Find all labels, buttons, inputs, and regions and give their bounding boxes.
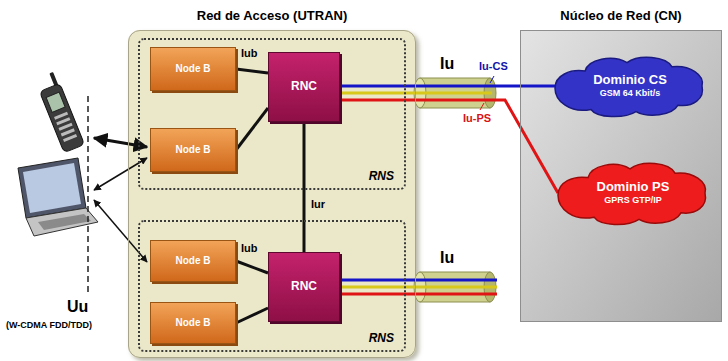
label-holder: Iur bbox=[310, 198, 326, 211]
phone-key bbox=[61, 128, 75, 136]
interface-link bbox=[236, 108, 268, 150]
laptop-base bbox=[26, 208, 98, 236]
cloud-shape bbox=[558, 163, 705, 224]
nodeb-box: Node B bbox=[150, 240, 236, 282]
phone-key bbox=[63, 134, 77, 142]
phone-key bbox=[54, 112, 68, 120]
interface-link bbox=[236, 69, 268, 73]
label-holder: Iu bbox=[440, 249, 454, 267]
rnc-box: RNC bbox=[268, 252, 340, 322]
nodeb-box: Node B bbox=[150, 128, 236, 172]
region-title: Red de Acceso (UTRAN) bbox=[197, 9, 347, 24]
group-label: RNS bbox=[369, 332, 394, 346]
domain-cloud: Dominio PSGPRS GTP/IP bbox=[558, 160, 708, 226]
cloud-shape bbox=[555, 57, 702, 116]
box-label: Node B bbox=[176, 144, 211, 156]
interface-link bbox=[236, 308, 268, 323]
interface-note: (W-CDMA FDD/TDD) bbox=[6, 320, 92, 330]
domain-cloud: Dominio CSGSM 64 Kbit/s bbox=[555, 54, 705, 118]
laptop-icon bbox=[18, 158, 98, 236]
label-holder: Iub bbox=[240, 242, 259, 255]
box-label: RNC bbox=[291, 80, 317, 94]
nodeb-box: Node B bbox=[150, 302, 236, 344]
rnc-box: RNC bbox=[268, 52, 340, 122]
iu-wire bbox=[340, 92, 492, 95]
box-label: Node B bbox=[176, 63, 211, 75]
interface-label: Iu-CS bbox=[478, 60, 509, 73]
label-holder: Iu-CS bbox=[478, 60, 509, 73]
group-label: RNS bbox=[369, 170, 394, 184]
laptop-lid bbox=[18, 158, 86, 218]
region-fill bbox=[520, 30, 722, 322]
region-fill bbox=[128, 30, 416, 358]
box-label: Node B bbox=[176, 255, 211, 267]
interface-label: Iu-PS bbox=[462, 112, 492, 125]
phone-key bbox=[59, 123, 73, 131]
label-holder: (W-CDMA FDD/TDD) bbox=[6, 320, 92, 330]
iu-wire bbox=[340, 279, 497, 282]
region-fills bbox=[128, 30, 722, 358]
laptop-screen bbox=[23, 163, 81, 213]
laptop-keyboard bbox=[38, 214, 91, 230]
cloud-subtitle: GPRS GTP/IP bbox=[604, 195, 662, 205]
phone-screen bbox=[46, 92, 65, 112]
interface-link bbox=[303, 122, 306, 252]
nodeb-box: Node B bbox=[150, 47, 236, 91]
box-label: Node B bbox=[176, 317, 211, 329]
mobile-phone-icon bbox=[35, 71, 85, 152]
interface-link bbox=[340, 85, 555, 88]
rns-group: RNS Node B Node B RNC bbox=[138, 220, 406, 352]
access-network-region: Red de Acceso (UTRAN)RNSNode BNode BRNCR… bbox=[128, 30, 416, 358]
iu-wire bbox=[340, 286, 497, 289]
interface-link bbox=[236, 261, 268, 273]
label-holder: Iu bbox=[440, 55, 454, 73]
core-network-region: Núcleo de Red (CN)Dominio CSGSM 64 Kbit/… bbox=[520, 30, 722, 322]
interface-label: Iub bbox=[240, 242, 259, 255]
label-holder: Iub bbox=[240, 47, 259, 60]
interface-label: Uu bbox=[67, 298, 88, 316]
interface-label: Iu bbox=[440, 249, 454, 267]
cloud-subtitle: GSM 64 Kbit/s bbox=[600, 88, 661, 98]
interface-label: Iur bbox=[310, 198, 326, 211]
rns-group: RNS Node B Node B RNC bbox=[138, 38, 406, 190]
cloud-title: Dominio CS bbox=[593, 73, 667, 88]
air-interface-line bbox=[87, 96, 89, 293]
label-holder: Iu-PS bbox=[462, 112, 492, 125]
leader-line bbox=[490, 76, 494, 83]
iu-wire bbox=[340, 293, 497, 296]
leader-line bbox=[480, 103, 484, 110]
interface-label: Iu bbox=[440, 55, 454, 73]
box-label: RNC bbox=[291, 280, 317, 294]
label-holder: Uu bbox=[67, 298, 88, 316]
phone-body bbox=[39, 83, 84, 152]
interface-link bbox=[340, 100, 558, 193]
phone-key bbox=[56, 117, 70, 125]
interface-label: Iub bbox=[240, 47, 259, 60]
cloud-title: Dominio PS bbox=[597, 180, 670, 195]
region-title: Núcleo de Red (CN) bbox=[560, 9, 681, 24]
